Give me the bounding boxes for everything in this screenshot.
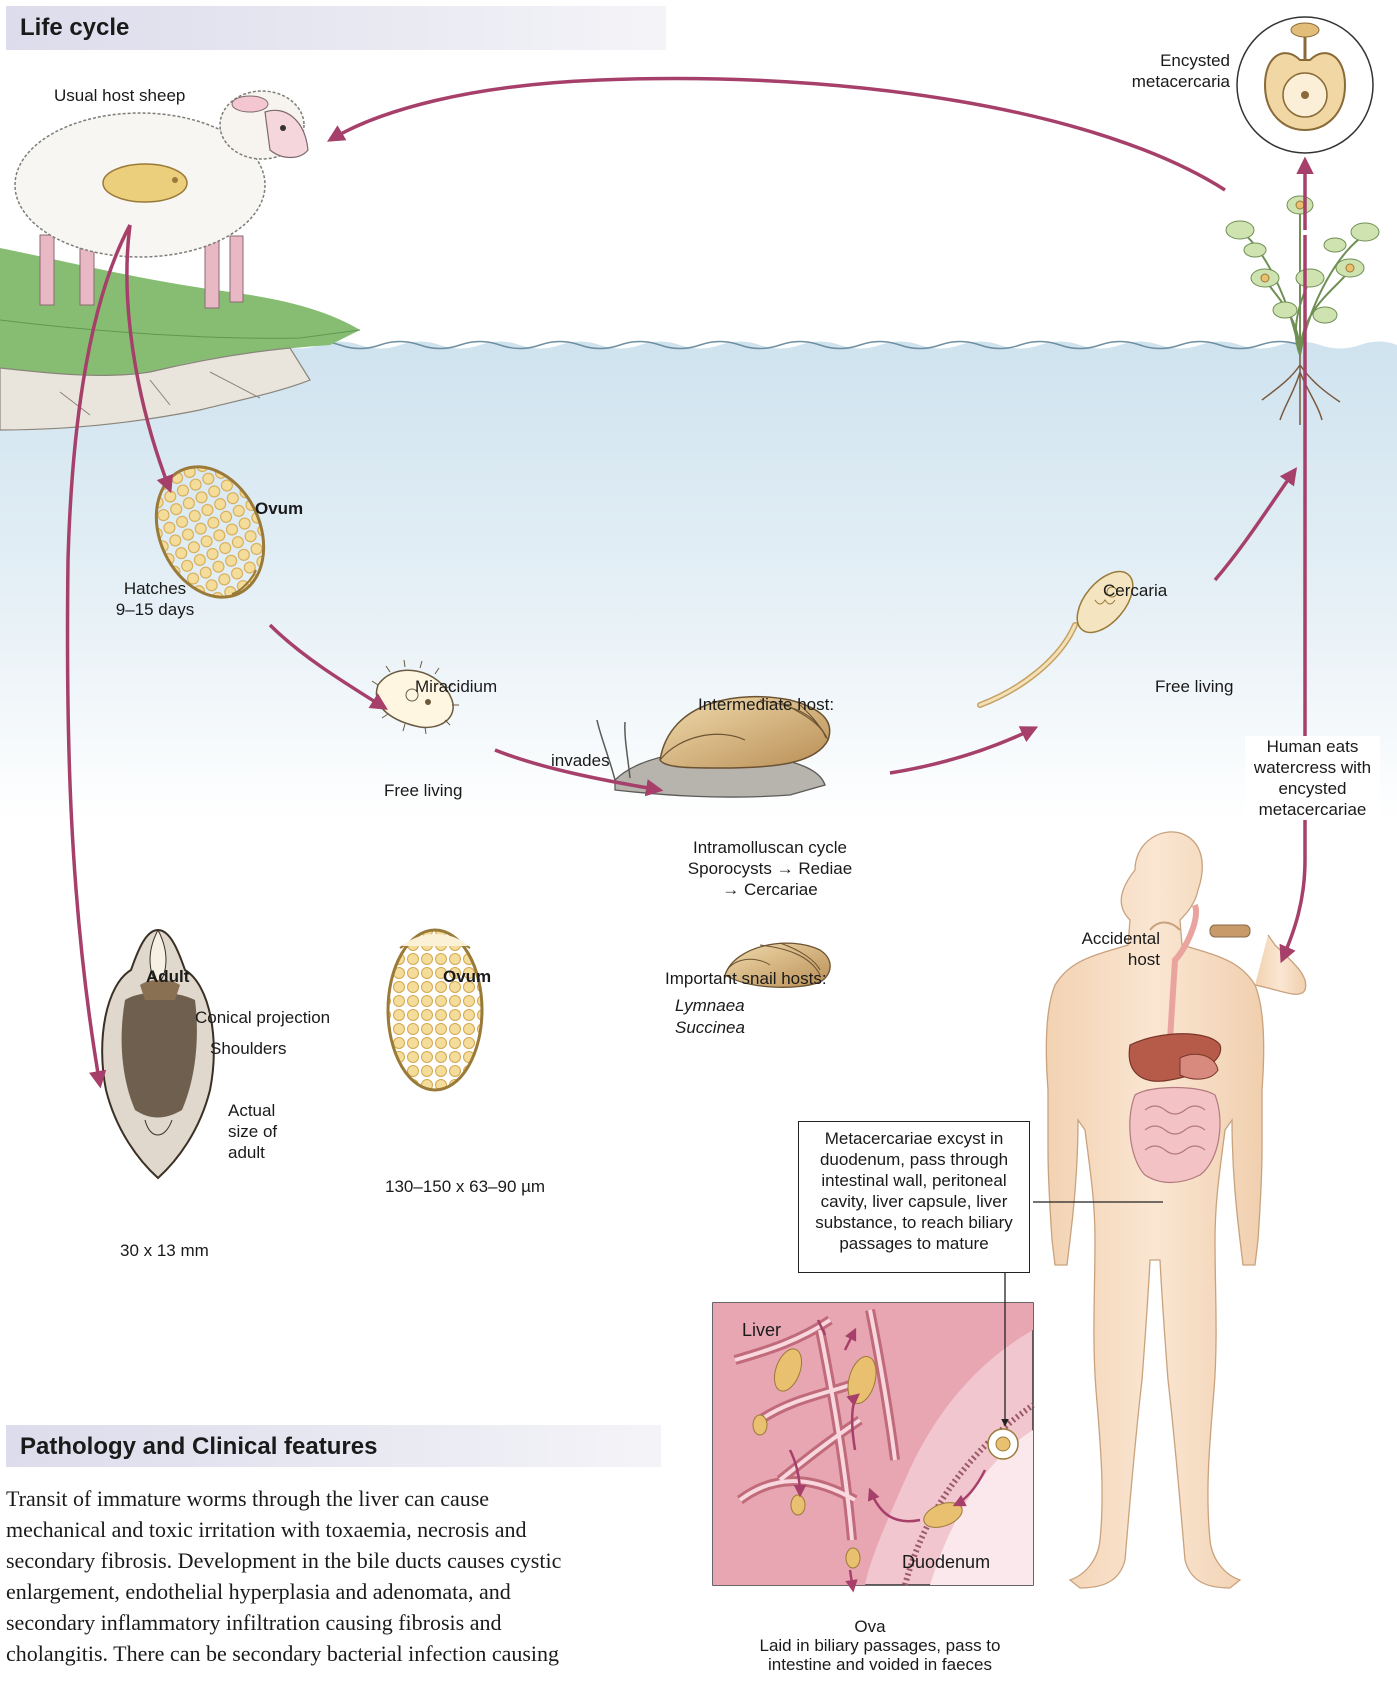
pathology-line: cholangitis. There can be secondary bact… xyxy=(6,1638,686,1669)
snail-hosts-label: Important snail hosts: xyxy=(665,968,827,989)
ova-caption: Laid in biliary passages, pass to intest… xyxy=(735,1636,1025,1674)
ovum-size-label: 130–150 x 63–90 µm xyxy=(385,1176,545,1197)
snail-host-2: Succinea xyxy=(675,1017,745,1038)
snail-host-1: Lymnaea xyxy=(675,995,745,1016)
intramolluscan-line-3: → Cercariae xyxy=(640,879,900,900)
accidental-host-label: Accidental host xyxy=(1060,928,1160,970)
pathology-line: enlargement, endothelial hyperplasia and… xyxy=(6,1576,686,1607)
intermediate-host-label: Intermediate host: xyxy=(698,694,834,715)
liver-inset-illustration xyxy=(713,1303,1033,1590)
invades-label: invades xyxy=(551,750,610,771)
pathology-line: mechanical and toxic irritation with tox… xyxy=(6,1514,686,1545)
pathology-line: secondary inflammatory infiltration caus… xyxy=(6,1607,686,1638)
adult-size-label: 30 x 13 mm xyxy=(120,1240,209,1261)
ova-label: Ova xyxy=(820,1616,920,1637)
ovum-morphology-illustration xyxy=(388,930,482,1090)
pathology-line: Transit of immature worms through the li… xyxy=(6,1483,686,1514)
hatches-text: Hatches xyxy=(85,578,225,599)
hatch-days-text: 9–15 days xyxy=(85,599,225,620)
pathology-line: secondary fibrosis. Development in the b… xyxy=(6,1545,686,1576)
cercaria-label: Cercaria xyxy=(1103,580,1167,601)
miracidium-label: Miracidium xyxy=(415,676,497,697)
encysted-metacercaria-illustration xyxy=(1237,17,1373,153)
inset-duodenum-label: Duodenum xyxy=(902,1552,990,1573)
conical-projection-label: Conical projection xyxy=(195,1007,330,1028)
excyst-callout: Metacercariae excyst in duodenum, pass t… xyxy=(798,1121,1030,1273)
hatches-label: Hatches 9–15 days xyxy=(85,578,225,620)
ovum-cycle-label: Ovum xyxy=(255,498,303,519)
miracidium-free-living-label: Free living xyxy=(384,780,462,801)
intramolluscan-line-1: Intramolluscan cycle xyxy=(640,837,900,858)
life-cycle-title: Life cycle xyxy=(20,14,129,42)
shoulders-label: Shoulders xyxy=(210,1038,287,1059)
usual-host-label: Usual host sheep xyxy=(54,85,185,106)
intramolluscan-line-2: Sporocysts → Rediae xyxy=(640,858,900,879)
intramolluscan-label: Intramolluscan cycle Sporocysts → Rediae… xyxy=(640,837,900,900)
adult-title: Adult xyxy=(146,966,189,987)
pathology-title: Pathology and Clinical features xyxy=(20,1433,377,1461)
inset-liver-label: Liver xyxy=(742,1320,781,1341)
ovum-morph-title: Ovum xyxy=(443,966,491,987)
intestines-organ xyxy=(1130,1088,1220,1183)
human-eats-label: Human eats watercress with encysted meta… xyxy=(1245,736,1380,820)
pathology-text: Transit of immature worms through the li… xyxy=(6,1483,686,1669)
encysted-label: Encysted metacercaria xyxy=(1110,50,1230,92)
cercaria-free-living-label: Free living xyxy=(1155,676,1233,697)
actual-size-label: Actual size of adult xyxy=(228,1100,288,1163)
